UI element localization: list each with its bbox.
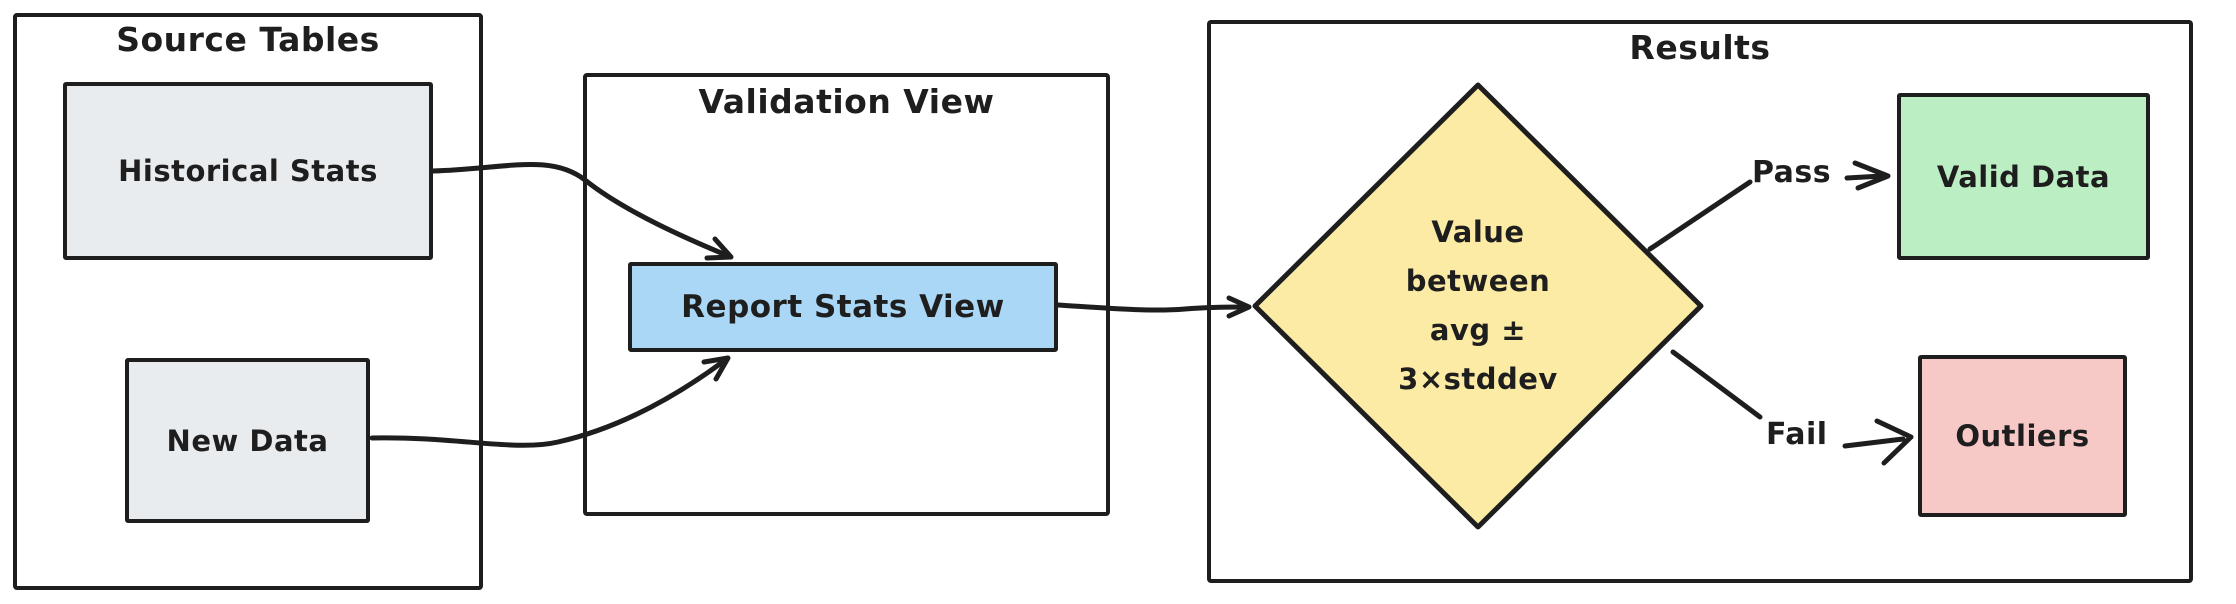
historical-stats-node: Historical Stats xyxy=(63,82,433,260)
report-stats-view-node: Report Stats View xyxy=(628,262,1058,352)
results-title: Results xyxy=(1629,28,1771,67)
valid-data-label: Valid Data xyxy=(1936,159,2111,194)
fail-label: Fail xyxy=(1766,417,1828,452)
valid-data-node: Valid Data xyxy=(1897,93,2150,260)
validation-view-title: Validation View xyxy=(698,82,995,121)
pass-label: Pass xyxy=(1752,155,1832,190)
decision-label: Value between avg ± 3×stddev xyxy=(1328,208,1628,404)
report-stats-view-label: Report Stats View xyxy=(681,289,1005,325)
decision-line-1: Value xyxy=(1431,215,1525,249)
decision-line-4: 3×stddev xyxy=(1398,362,1558,396)
source-tables-title: Source Tables xyxy=(116,20,380,59)
historical-stats-label: Historical Stats xyxy=(118,154,378,188)
decision-line-3: avg ± xyxy=(1429,313,1527,347)
outliers-label: Outliers xyxy=(1955,419,2090,453)
outliers-node: Outliers xyxy=(1918,355,2127,517)
decision-line-2: between xyxy=(1405,264,1551,298)
new-data-label: New Data xyxy=(166,423,329,458)
new-data-node: New Data xyxy=(125,358,370,523)
